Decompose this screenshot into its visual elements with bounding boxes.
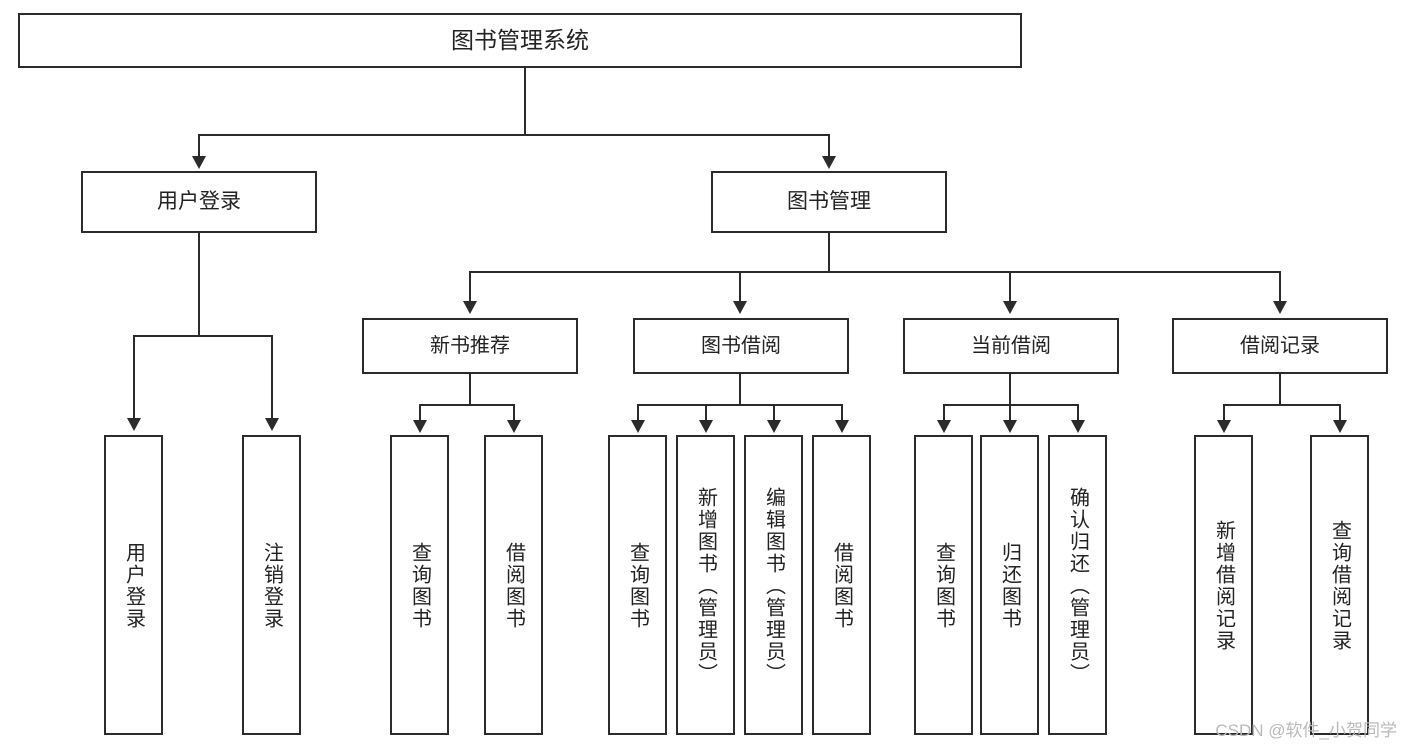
connector-record-to-leaf-1 (1223, 404, 1225, 422)
connector-borrow-to-leaf-4 (841, 404, 843, 422)
arrow-root-to-book-mgmt (822, 156, 836, 169)
connector-record-stem (1279, 374, 1281, 406)
connector-current-to-leaf-3 (1077, 404, 1079, 422)
arrow-borrow-to-leaf-1 (631, 420, 645, 433)
connector-new-book-bus (419, 404, 514, 406)
node-label: 查询图书 (408, 542, 431, 630)
leaf-current-3[interactable]: 确认归还（管理员） (1048, 435, 1107, 735)
node-label: 新增图书（管理员） (694, 487, 717, 685)
connector-book-mgmt-bus (469, 271, 1281, 273)
leaf-borrow-3[interactable]: 编辑图书（管理员） (744, 435, 803, 735)
connector-current-stem (1009, 374, 1011, 406)
leaf-borrow-2[interactable]: 新增图书（管理员） (676, 435, 735, 735)
connector-record-to-leaf-2 (1339, 404, 1341, 422)
arrow-record-to-leaf-2 (1333, 420, 1347, 433)
node-new-book-recommend[interactable]: 新书推荐 (362, 318, 578, 374)
connector-new-book-stem (469, 374, 471, 406)
arrow-borrow-to-leaf-2 (699, 420, 713, 433)
node-label: 用户登录 (122, 542, 145, 630)
connector-book-mgmt-to-current (1009, 271, 1011, 303)
connector-root-to-user-login (198, 134, 200, 158)
arrow-new-book-to-leaf-2 (507, 420, 521, 433)
connector-user-login-stem (198, 233, 200, 336)
connector-record-bus (1223, 404, 1340, 406)
arrow-book-mgmt-to-record (1273, 301, 1287, 314)
arrow-user-login-to-leaf-2 (265, 418, 279, 431)
leaf-new-book-1[interactable]: 查询图书 (390, 435, 449, 735)
arrow-new-book-to-leaf-1 (413, 420, 427, 433)
arrow-current-to-leaf-3 (1071, 420, 1085, 433)
arrow-book-mgmt-to-new-book (463, 301, 477, 314)
node-current-borrow[interactable]: 当前借阅 (903, 318, 1119, 374)
leaf-current-1[interactable]: 查询图书 (914, 435, 973, 735)
leaf-borrow-1[interactable]: 查询图书 (608, 435, 667, 735)
connector-borrow-stem (739, 374, 741, 406)
node-user-login[interactable]: 用户登录 (81, 171, 317, 233)
node-label: 新增借阅记录 (1212, 520, 1235, 652)
node-label: 查询图书 (626, 542, 649, 630)
arrow-record-to-leaf-1 (1217, 420, 1231, 433)
arrow-borrow-to-leaf-3 (767, 420, 781, 433)
node-label: 新书推荐 (430, 334, 510, 357)
arrow-root-to-user-login (192, 156, 206, 169)
leaf-user-login-1[interactable]: 用户登录 (104, 435, 163, 735)
connector-book-mgmt-to-new-book (469, 271, 471, 303)
node-root-system[interactable]: 图书管理系统 (18, 13, 1022, 68)
leaf-record-2[interactable]: 查询借阅记录 (1310, 435, 1369, 735)
leaf-new-book-2[interactable]: 借阅图书 (484, 435, 543, 735)
leaf-user-login-2[interactable]: 注销登录 (242, 435, 301, 735)
node-book-management[interactable]: 图书管理 (711, 171, 947, 233)
arrow-borrow-to-leaf-4 (835, 420, 849, 433)
node-label: 图书借阅 (701, 334, 781, 357)
connector-root-stem (524, 68, 526, 135)
connector-user-login-to-leaf-1 (133, 335, 135, 420)
node-label: 确认归还（管理员） (1066, 487, 1089, 685)
watermark-text: CSDN @软件_小贺同学 (1215, 721, 1397, 740)
node-label: 查询借阅记录 (1328, 520, 1351, 652)
connector-root-bus (198, 134, 830, 136)
node-label: 借阅图书 (502, 542, 525, 630)
leaf-current-2[interactable]: 归还图书 (980, 435, 1039, 735)
node-label: 借阅图书 (830, 542, 853, 630)
node-label: 借阅记录 (1240, 334, 1320, 357)
connector-user-login-bus (133, 335, 273, 337)
leaf-record-1[interactable]: 新增借阅记录 (1194, 435, 1253, 735)
arrow-user-login-to-leaf-1 (127, 418, 141, 431)
arrow-current-to-leaf-1 (937, 420, 951, 433)
node-label: 图书管理系统 (451, 27, 589, 54)
connector-borrow-to-leaf-2 (705, 404, 707, 422)
connector-root-to-book-mgmt (828, 134, 830, 158)
connector-current-to-leaf-2 (1009, 404, 1011, 422)
connector-new-book-to-leaf-1 (419, 404, 421, 422)
arrow-book-mgmt-to-current (1003, 301, 1017, 314)
connector-book-mgmt-to-borrow (739, 271, 741, 303)
node-label: 用户登录 (157, 189, 241, 213)
node-label: 当前借阅 (971, 334, 1051, 357)
arrow-current-to-leaf-2 (1003, 420, 1017, 433)
connector-new-book-to-leaf-2 (513, 404, 515, 422)
leaf-borrow-4[interactable]: 借阅图书 (812, 435, 871, 735)
node-label: 归还图书 (998, 542, 1021, 630)
connector-user-login-to-leaf-2 (271, 335, 273, 420)
node-borrow-record[interactable]: 借阅记录 (1172, 318, 1388, 374)
node-label: 图书管理 (787, 189, 871, 213)
connector-current-to-leaf-1 (943, 404, 945, 422)
connector-borrow-to-leaf-3 (773, 404, 775, 422)
arrow-book-mgmt-to-borrow (733, 301, 747, 314)
connector-book-mgmt-to-record (1279, 271, 1281, 303)
connector-book-mgmt-stem (828, 233, 830, 273)
node-label: 查询图书 (932, 542, 955, 630)
node-label: 注销登录 (260, 542, 283, 630)
connector-borrow-to-leaf-1 (637, 404, 639, 422)
node-label: 编辑图书（管理员） (762, 487, 785, 685)
node-book-borrow[interactable]: 图书借阅 (633, 318, 849, 374)
connector-borrow-bus (637, 404, 843, 406)
